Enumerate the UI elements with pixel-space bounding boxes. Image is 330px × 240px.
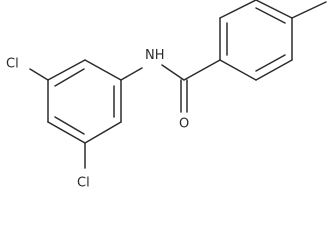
chlorine-bottom-label: Cl: [77, 176, 90, 191]
ring1-bond-c2-c3: [84, 59, 122, 81]
ring2-bond-c6-c1: [219, 59, 257, 81]
methyl-bond: [291, 1, 327, 19]
molecule-drawing: Cl Cl NH O: [6, 0, 327, 191]
bond-nitrogen-to-carbonyl: [161, 64, 185, 81]
ring1-double-bond-inner-1: [54, 68, 85, 87]
bond-ring-to-nitrogen: [120, 67, 143, 81]
ring2-double-bond-inner-3: [255, 54, 286, 72]
methylphenyl-ring: [219, 0, 293, 81]
dichlorophenyl-ring: [47, 59, 122, 144]
chlorine-top-label: Cl: [6, 57, 19, 72]
bond-carbonyl-to-ring: [183, 59, 221, 81]
ring2-double-bond-inner-2: [255, 7, 286, 24]
ring1-bond-c5-c6: [47, 121, 86, 144]
ring1-bond-c4-c5: [84, 121, 122, 144]
amide-hydrogen-label: H: [155, 48, 165, 63]
ring2-bond-c3-c4: [255, 0, 293, 19]
amide-nitrogen-label: N: [145, 48, 155, 63]
bond-ring-to-top-chlorine: [29, 68, 49, 81]
nitrogen-hydrogen-label: NH: [145, 48, 165, 63]
structure-diagram: Cl Cl NH O: [6, 0, 327, 191]
ring2-bond-c2-c3: [219, 0, 257, 19]
ring1-double-bond-inner-3: [54, 116, 85, 135]
ring1-bond-c1-c2: [47, 59, 86, 81]
carbonyl-oxygen-label: O: [179, 117, 189, 132]
ring2-bond-c5-c6: [255, 59, 293, 81]
